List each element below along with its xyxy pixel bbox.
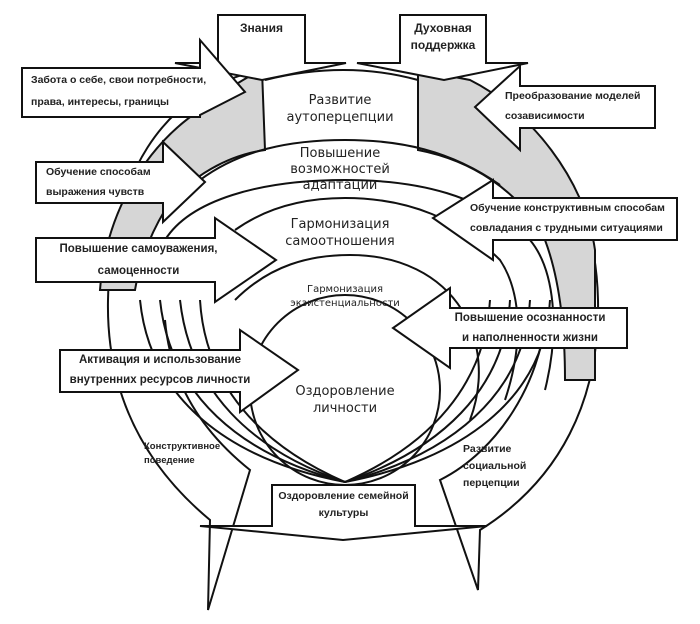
ring-label-self-attitude: Гармонизация самоотношения (265, 216, 415, 250)
spiritual-support-line2: поддержка (410, 38, 476, 53)
ring-adaptation-line2: возможностей (290, 162, 390, 177)
spiritual-support-line1: Духовная (414, 21, 472, 35)
constructive-behavior-line2: поведение (144, 455, 195, 466)
left-arrow-4-label: Активация и использование внутренних рес… (60, 350, 260, 390)
ring-label-existentiality: Гармонизация экзистенциальности (270, 283, 420, 311)
left-arrow-3-label: Повышение самоуважения, самоценности (36, 238, 241, 282)
left-arrow-2-label: Обучение способам выражения чувств (46, 162, 151, 202)
right-arrow-2-label: Обучение конструктивным способам совлада… (470, 198, 665, 238)
knowledge-label: Знания (239, 21, 284, 35)
right-arrow-1 (473, 63, 656, 153)
ring-self-attitude-line2: самоотношения (285, 234, 395, 249)
constructive-behavior-label: Конструктивное поведение (144, 440, 220, 468)
left-arrow-3-line2: самоценности (97, 265, 180, 277)
right-arrow-2 (431, 178, 678, 262)
social-perception-line2: социальной (463, 460, 527, 472)
right-arrow-3-line1: Повышение осознанности (454, 312, 606, 324)
ring-autoperception (199, 138, 501, 186)
right-arrow-2-line1: Обучение конструктивным способам (470, 202, 665, 214)
left-arrow-4-line2: внутренних ресурсов личности (69, 374, 251, 386)
spiritual-support-arrow (356, 14, 529, 82)
ring-adaptation (164, 178, 555, 391)
ring-personality-line1: Оздоровление (295, 384, 395, 399)
converge-curve (139, 299, 346, 483)
ring-existentiality-line2: экзистенциальности (290, 298, 400, 309)
left-arrow-1-line1: Забота о себе, свои потребности, (31, 74, 207, 86)
right-arrow-1-line1: Преобразование моделей (505, 90, 641, 102)
right-arrow-2-line2: совладания с трудными ситуациями (470, 222, 663, 234)
left-arrow-2-line2: выражения чувств (46, 186, 145, 198)
converge-curve (179, 299, 346, 483)
ring-existentiality-line1: Гармонизация (306, 284, 384, 295)
left-arrow-3-line1: Повышение самоуважения, (59, 243, 218, 255)
constructive-behavior-line1: Конструктивное (144, 441, 221, 452)
right-arrow-1-line2: созависимости (505, 110, 585, 122)
left-arrow-4-line1: Активация и использование (78, 354, 242, 366)
ring-adaptation-line3: адаптации (302, 178, 378, 193)
social-perception-line1: Развитие (463, 443, 512, 455)
converge-curve (159, 299, 346, 483)
ring-adaptation-line1: Повышение (299, 146, 381, 161)
ring-autoperception-line1: Развитие (308, 93, 372, 108)
family-culture-line1: Оздоровление семейной (278, 490, 409, 502)
right-arrow-3 (391, 286, 628, 370)
right-arrow-1-label: Преобразование моделей созависимости (505, 86, 640, 126)
left-arrow-2-line1: Обучение способам (46, 166, 151, 178)
ring-label-adaptation: Повышение возможностей адаптации (265, 146, 415, 194)
spiritual-support-label: Духовная поддержка (400, 20, 486, 55)
right-arrow-3-line2: и наполненности жизни (462, 332, 598, 344)
left-arrow-1-label: Забота о себе, свои потребности, права, … (31, 69, 206, 113)
social-perception-line3: перцепции (463, 477, 520, 489)
ring-personality-line2: личности (312, 401, 378, 416)
ring-label-autoperception: Развитие аутоперцепции (265, 92, 415, 126)
ring-label-personality: Оздоровление личности (270, 383, 420, 417)
social-perception-label: Развитие социальной перцепции (463, 441, 526, 492)
left-arrow-1 (21, 37, 247, 118)
family-culture-label: Оздоровление семейной культуры (272, 488, 415, 522)
ring-self-attitude-line1: Гармонизация (290, 217, 390, 232)
right-arrow-3-label: Повышение осознанности и наполненности ж… (440, 308, 620, 348)
family-culture-arrow (199, 484, 488, 542)
ring-autoperception-line2: аутоперцепции (286, 110, 394, 125)
left-arrow-1-line2: права, интересы, границы (31, 96, 169, 108)
family-culture-line2: культуры (318, 507, 369, 519)
left-arrow-2 (35, 139, 207, 225)
left-arrow-4 (59, 328, 300, 414)
left-arrow-3 (35, 216, 278, 304)
